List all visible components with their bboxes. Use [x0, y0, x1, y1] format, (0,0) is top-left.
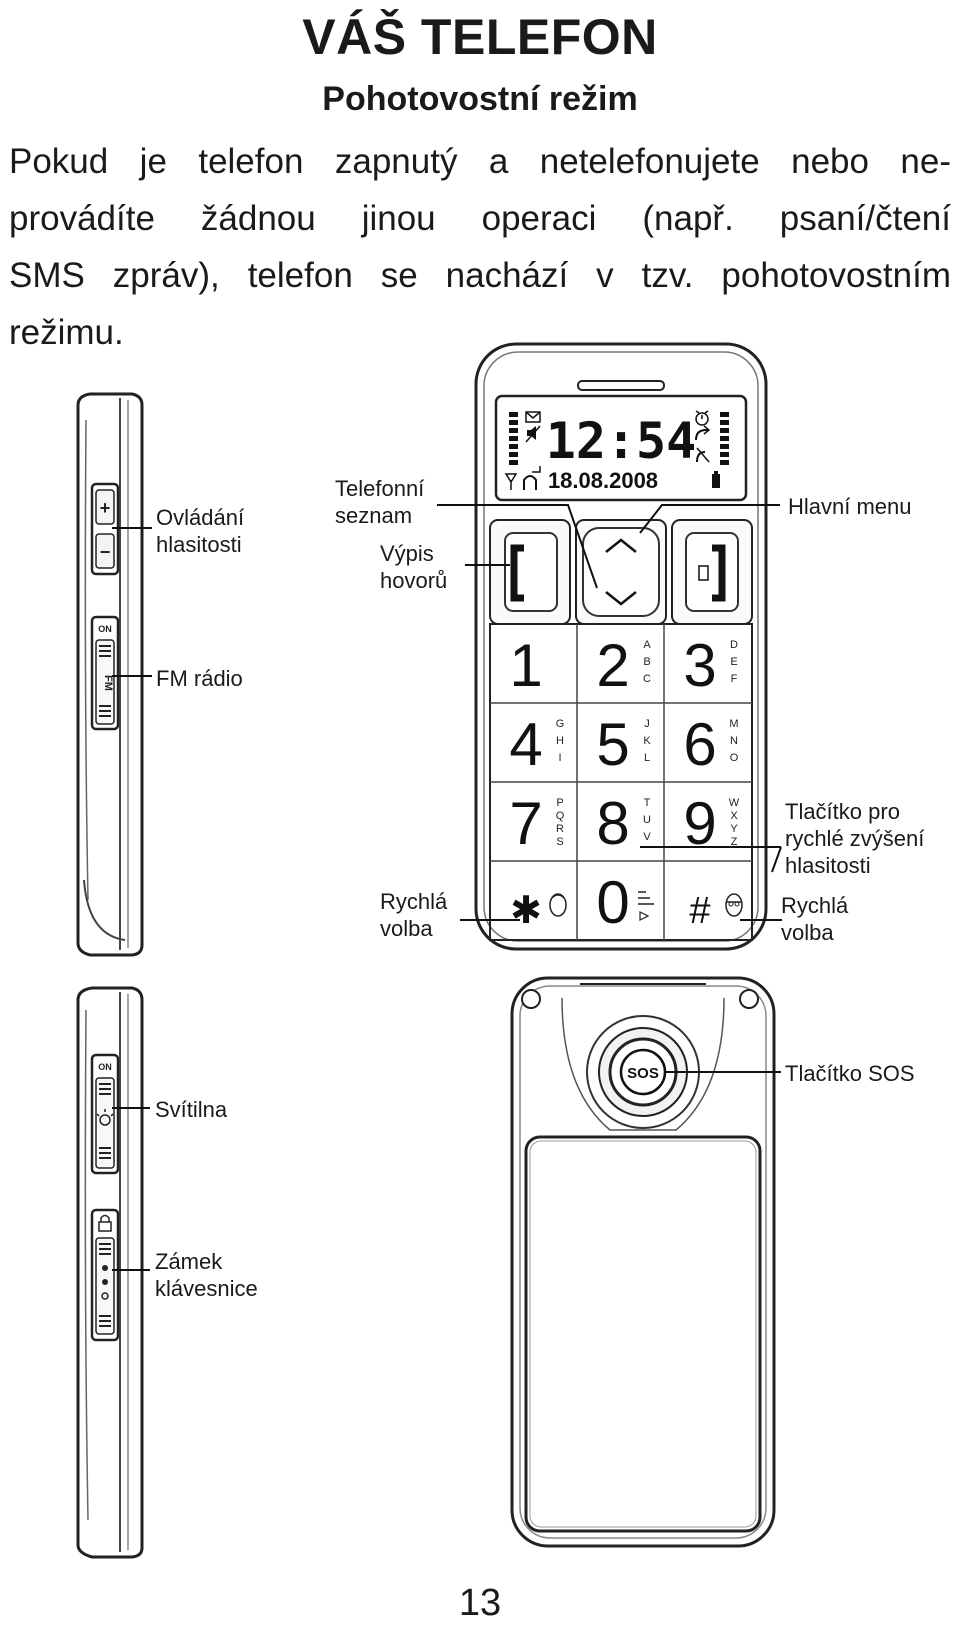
keypad-letter: W — [729, 797, 740, 809]
callout-quick-volume-boost: Tlačítko pro rychlé zvýšení hlasitosti — [785, 799, 925, 878]
keypad-letter: U — [643, 814, 651, 826]
battery-level-icon — [720, 412, 729, 465]
keypad-letter: K — [643, 735, 651, 747]
callout-call-log: Výpis hovorů — [380, 541, 448, 593]
callout-flashlight: Svítilna — [155, 1097, 228, 1122]
keypad-digit-8: 8 — [596, 790, 629, 857]
callout-speed-dial-right: Rychlá volba — [781, 893, 849, 945]
keypad-letter: C — [643, 673, 651, 685]
keypad-letter: N — [730, 735, 738, 747]
keypad-letter: Y — [730, 823, 738, 835]
keypad-digit-1: 1 — [509, 632, 542, 699]
fm-switch-on-mark: ON — [98, 624, 112, 634]
navigation-key-icon — [582, 527, 660, 617]
screen-date: 18.08.2008 — [548, 468, 658, 493]
section-subtitle: Pohotovostní režim — [322, 80, 638, 118]
callout-fm-radio: FM rádio — [156, 666, 243, 691]
keypad-digit-11: 0 — [596, 869, 629, 936]
callout-keypad-lock: Zámek klávesnice — [155, 1249, 258, 1301]
phone-side-view-bottom: ON — [76, 986, 150, 1559]
keypad-letter: Q — [556, 810, 565, 822]
callout-sos-button: Tlačítko SOS — [785, 1061, 915, 1086]
keypad-digit-10: ✱ — [510, 890, 542, 932]
callout-main-menu: Hlavní menu — [788, 494, 912, 519]
keypad-digit-4: 4 — [509, 711, 542, 778]
callout-speed-dial-left: Rychlá volba — [380, 889, 448, 941]
alarm-clock-icon — [695, 410, 709, 426]
paragraph-line-3: SMS zpráv), telefon se nachází v tzv. po… — [9, 256, 951, 295]
keypad-letter: G — [556, 718, 565, 730]
keypad-letter: Z — [731, 836, 738, 848]
keypad-letter: M — [729, 718, 738, 730]
silent-mode-icon — [525, 425, 541, 443]
speed-dial-face-icon-left — [549, 893, 567, 917]
keypad-letter: F — [731, 673, 738, 685]
phone-side-view-top: + − ON FM — [76, 392, 152, 957]
keypad-letter: O — [730, 752, 739, 764]
paragraph-line-1: Pokud je telefon zapnutý a netelefonujet… — [9, 142, 951, 181]
speed-dial-face-icon-right — [725, 893, 743, 917]
volume-plus-mark: + — [100, 498, 111, 518]
keypad-letter: L — [644, 752, 650, 764]
phone-back-view: SOS — [510, 976, 781, 1548]
message-envelope-icon — [525, 411, 541, 423]
keypad-letter: S — [556, 836, 563, 848]
keypad-letter: J — [644, 718, 650, 730]
keypad-letter: X — [730, 810, 738, 822]
keypad-letter: H — [556, 735, 564, 747]
volume-boost-icon — [638, 891, 654, 921]
keypad-digit-5: 5 — [596, 711, 629, 778]
keypad-letter: T — [644, 797, 651, 809]
antenna-icon — [504, 473, 518, 490]
paragraph-line-4: režimu. — [9, 313, 124, 352]
keypad-digit-6: 6 — [683, 711, 716, 778]
keypad-letter: R — [556, 823, 564, 835]
volume-minus-mark: − — [100, 542, 111, 562]
battery-icon — [712, 471, 720, 488]
keypad-letter: P — [556, 797, 563, 809]
call-divert-icon — [695, 425, 711, 441]
keylock-padlock-icon — [98, 1214, 112, 1232]
flashlight-bulb-icon — [96, 1109, 114, 1126]
call-key-green-icon — [504, 532, 558, 612]
callout-volume-control: Ovládání hlasitosti — [156, 505, 245, 557]
keylock-slider-icon — [101, 1265, 109, 1300]
keypad-letter: E — [730, 656, 737, 668]
keypad-digit-9: 9 — [683, 790, 716, 857]
page-title: VÁŠ TELEFON — [302, 9, 658, 65]
gprs-icon — [523, 466, 541, 490]
keypad-letter: V — [643, 831, 651, 843]
keypad — [489, 623, 753, 941]
sos-button-label: SOS — [627, 1065, 659, 1082]
end-call-key-icon — [685, 532, 739, 612]
keypad-letter: D — [730, 639, 738, 651]
missed-call-icon — [696, 447, 710, 463]
keypad-letter: A — [643, 639, 651, 651]
paragraph-line-2: provádíte žádnou jinou operaci (např. ps… — [9, 199, 951, 238]
keypad-digit-2: 2 — [596, 632, 629, 699]
keypad-digit-7: 7 — [509, 790, 542, 857]
signal-strength-icon — [509, 412, 518, 465]
keypad-digit-3: 3 — [683, 632, 716, 699]
callout-phonebook: Telefonní seznam — [335, 476, 425, 528]
flashlight-switch-on-mark: ON — [98, 1062, 112, 1072]
keypad-digit-12: # — [689, 890, 710, 932]
keypad-letter: B — [643, 656, 650, 668]
phone-front-view: 12:54 18.08.2008 — [437, 342, 782, 951]
screen-time: 12:54 — [546, 412, 697, 470]
keypad-letter: I — [558, 752, 561, 764]
page-number: 13 — [458, 1582, 502, 1624]
fm-switch-mark: FM — [102, 675, 114, 691]
